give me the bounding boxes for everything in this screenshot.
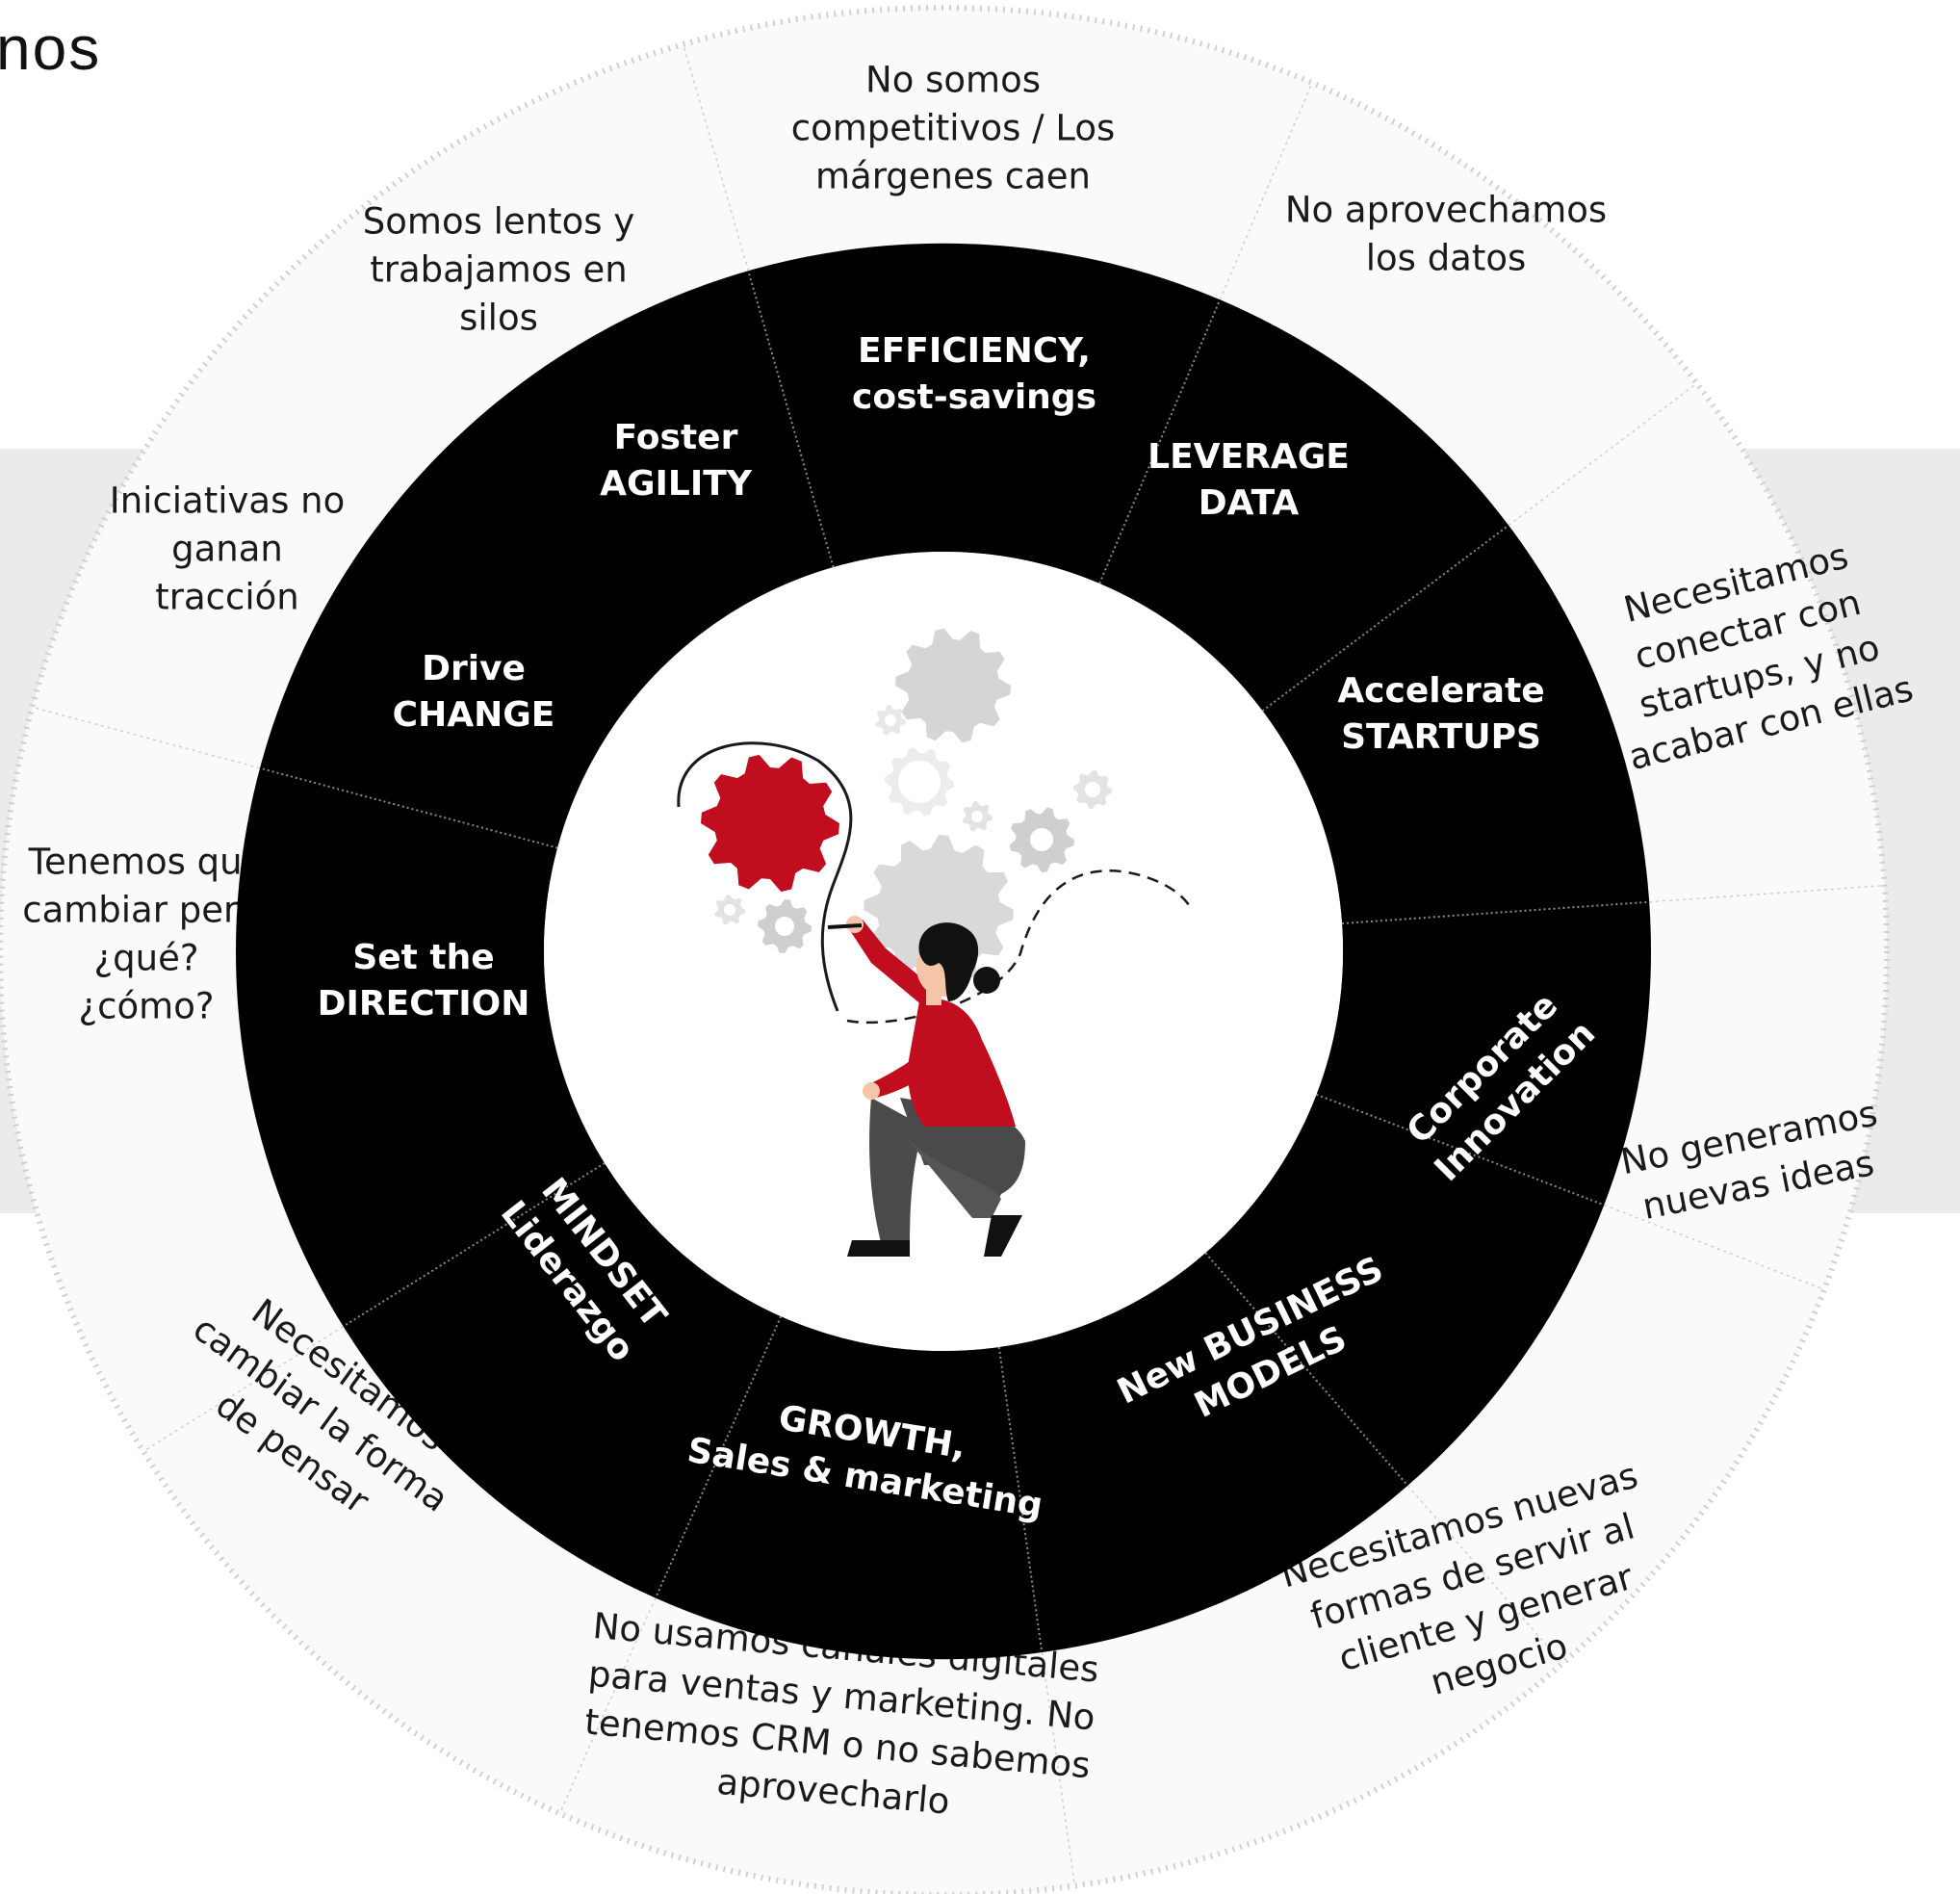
problem-label: No somos competitivos / Los márgenes caen [791,60,1116,197]
drawn-line [677,741,853,1012]
problem-label: No usamos canales digitalespara ventas y… [583,1605,1101,1823]
gray-gear-icon [885,747,954,817]
ring-divider [1341,900,1650,925]
ring-divider [1316,1093,1605,1206]
gray-gear-icon [962,801,993,832]
problem-label-line: No aprovechamos [1285,190,1607,231]
ring-divider [1261,524,1509,713]
segment-label-line: Drive [422,649,526,688]
problem-label-line: silos [459,298,538,339]
gray-gear-icon [1009,807,1074,872]
gray-gear-icon [758,899,812,953]
segment-label-line: LEVERAGE [1148,437,1350,477]
outer-divider [558,1597,657,1814]
problem-label-line: ¿qué? [94,938,199,979]
pen-icon [827,923,863,929]
black-ring [235,243,1652,1660]
outer-divider [1041,1651,1076,1886]
ring-divider [747,271,835,568]
person-icon [846,916,1025,1257]
ring-divider [1204,1252,1408,1487]
problem-label-line: Tenemos que [28,842,265,883]
segment-label-line: CHANGE [393,695,555,735]
segment-label-line: Set the [352,938,494,977]
ring-divider [259,766,558,849]
segment-label-line: DIRECTION [318,984,530,1024]
outer-divider [1649,884,1885,903]
problem-label-line: ¿cómo? [79,986,215,1027]
problem-label: Tenemos que cambiar pero, ¿qué? ¿cómo? [22,842,271,1027]
problem-label-line: trabajamos en [370,249,627,291]
outer-divider [1406,1485,1563,1665]
gray-gear-icon [714,895,745,925]
problem-label-line: cambiar pero, [22,890,271,931]
problem-label-line: márgenes caen [815,156,1091,197]
problem-label-line: Iniciativas no [110,480,345,522]
ring-divider [1098,299,1222,584]
segment-label: LEVERAGE DATA [1148,437,1350,523]
segment-label-line: cost-savings [852,377,1096,417]
outer-divider [1603,1204,1825,1290]
gray-gear-icon [1073,770,1112,809]
problem-label-line: No somos [865,60,1041,101]
segment-label-line: STARTUPS [1341,717,1541,757]
problem-label: No aprovechamos los datos [1285,190,1607,279]
ring-divider [343,1162,606,1328]
segment-label-line: DATA [1199,483,1300,523]
segment-label-line: Accelerate [1337,671,1544,711]
problem-label-line: tracción [155,577,298,618]
outer-divider [683,43,750,272]
ring-divider [655,1315,783,1598]
outer-divider [1508,382,1698,527]
problem-label-line: ganan [171,529,283,570]
problem-label-line: competitivos / Los [791,108,1116,149]
gray-gear-icon [895,628,1011,743]
ring-divider [997,1346,1044,1652]
outer-divider [142,1325,345,1452]
center-illustration [677,628,1191,1257]
gray-gear-icon [875,705,906,736]
problem-label-line: Somos lentos y [363,201,634,243]
segment-label: EFFICIENCY, cost-savings [852,331,1096,417]
segment-label-line: AGILITY [600,464,753,504]
outer-divider [32,706,261,769]
page-title: nos [0,13,102,83]
red-gear-icon [701,754,839,893]
segment-label-line: EFFICIENCY, [858,331,1091,371]
outer-divider [1219,82,1313,300]
problem-label: Somos lentos y trabajamos en silos [363,201,634,339]
problem-label-line: los datos [1366,238,1527,279]
problem-label: Iniciativas no ganan tracción [110,480,345,618]
segment-label-line: Foster [614,418,738,457]
